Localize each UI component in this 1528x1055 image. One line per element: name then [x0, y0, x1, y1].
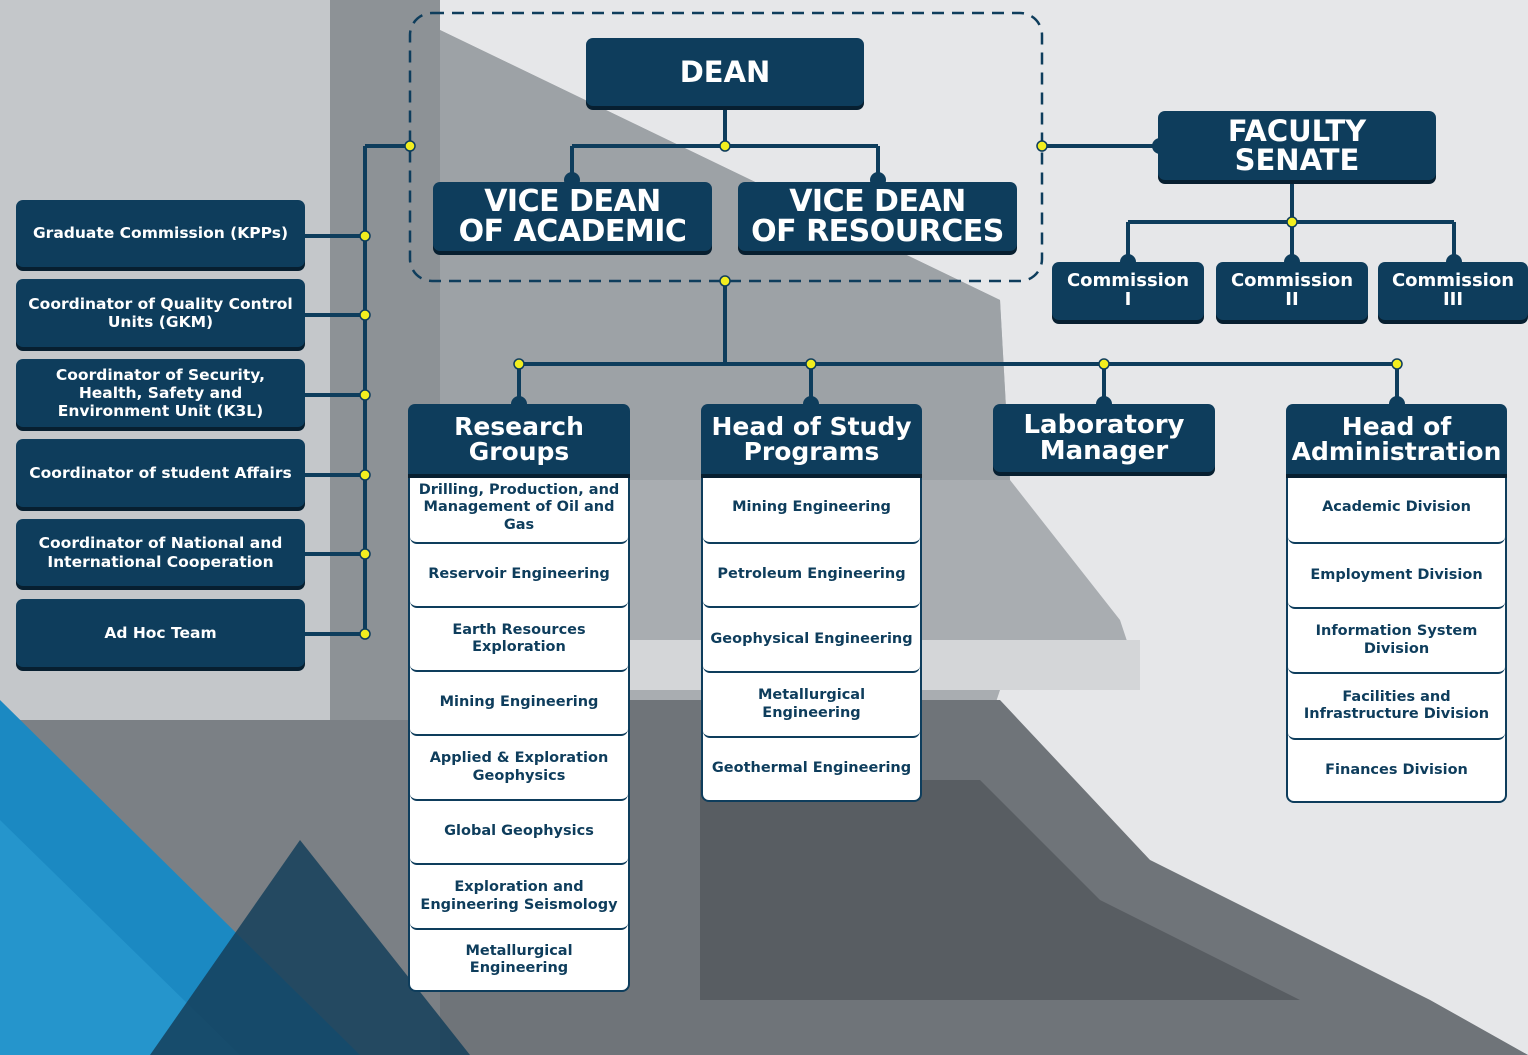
commission-2-number: II	[1285, 289, 1299, 310]
commission-1-box: Commission I	[1052, 262, 1204, 320]
vice-dean-resources-line-2: OF RESOURCES	[751, 213, 1004, 249]
side-unit-ad-hoc-team: Ad Hoc Team	[16, 599, 305, 667]
side-unit-label: Graduate Commission (KPPs)	[32, 224, 289, 243]
dean-box: DEAN	[586, 38, 864, 106]
laboratory-manager-line-2: Manager	[1039, 436, 1169, 466]
vice-dean-resources-line-1: VICE DEAN	[789, 183, 966, 219]
study-programs-title-1: Head of Study	[711, 412, 912, 441]
list-item: Exploration and Engineering Seismology	[410, 865, 628, 930]
list-item: Metallurgical Engineering	[703, 673, 920, 738]
administration-list: Academic Division Employment Division In…	[1286, 474, 1507, 803]
research-groups-list: Drilling, Production, and Management of …	[408, 474, 630, 992]
commission-3-label: Commission	[1391, 270, 1515, 292]
administration-column: Head of Administration Academic Division…	[1286, 404, 1507, 803]
list-item: Reservoir Engineering	[410, 544, 628, 608]
side-unit-label: Coordinator of student Affairs	[29, 463, 292, 482]
list-item: Academic Division	[1288, 474, 1505, 544]
list-item: Mining Engineering	[703, 474, 920, 544]
list-item: Finances Division	[1325, 761, 1468, 778]
vice-dean-resources-box: VICE DEAN OF RESOURCES	[738, 182, 1017, 251]
faculty-senate-box: FACULTY SENATE	[1158, 111, 1436, 180]
side-unit-label: Coordinator of National and Internationa…	[38, 534, 283, 571]
list-item: Global Geophysics	[410, 801, 628, 865]
study-programs-list: Mining Engineering Petroleum Engineering…	[701, 474, 922, 802]
administration-title-1: Head of	[1341, 412, 1452, 441]
list-item: Applied & Exploration Geophysics	[410, 736, 628, 801]
faculty-senate-line-2: SENATE	[1234, 142, 1360, 177]
side-unit-student-affairs: Coordinator of student Affairs	[16, 439, 305, 507]
commission-3-number: III	[1442, 289, 1464, 310]
research-groups-title-1: Research	[454, 412, 584, 441]
administration-title-2: Administration	[1291, 437, 1502, 466]
commission-1-label: Commission	[1066, 270, 1190, 292]
list-item: Geothermal Engineering	[711, 760, 912, 777]
study-programs-header: Head of Study Programs	[701, 404, 922, 474]
research-groups-column: Research Groups Drilling, Production, an…	[408, 404, 630, 992]
list-item: Information System Division	[1288, 609, 1505, 674]
side-unit-label: Coordinator of Security, Health, Safety …	[55, 365, 266, 421]
side-unit-graduate-commission: Graduate Commission (KPPs)	[16, 200, 305, 267]
list-item: Mining Engineering	[410, 672, 628, 736]
vice-dean-academic-box: VICE DEAN OF ACADEMIC	[433, 182, 712, 251]
list-item: Petroleum Engineering	[703, 544, 920, 608]
commission-1-number: I	[1124, 289, 1132, 310]
side-unit-label: Coordinator of Quality Control Units (GK…	[28, 294, 293, 331]
list-item: Earth Resources Exploration	[410, 608, 628, 672]
commission-2-box: Commission II	[1216, 262, 1368, 320]
dean-label: DEAN	[679, 54, 771, 89]
laboratory-manager-box: Laboratory Manager	[993, 404, 1215, 472]
list-item: Metallurgical Engineering	[465, 942, 573, 976]
list-item: Facilities and Infrastructure Division	[1288, 674, 1505, 740]
list-item: Employment Division	[1288, 544, 1505, 609]
vice-dean-academic-line-2: OF ACADEMIC	[458, 213, 687, 249]
faculty-senate-line-1: FACULTY	[1227, 113, 1367, 148]
commission-2-label: Commission	[1230, 270, 1354, 292]
side-unit-k3l: Coordinator of Security, Health, Safety …	[16, 359, 305, 427]
study-programs-title-2: Programs	[743, 437, 880, 466]
side-unit-cooperation: Coordinator of National and Internationa…	[16, 519, 305, 586]
laboratory-manager-line-1: Laboratory	[1023, 410, 1185, 440]
list-item: Geophysical Engineering	[703, 608, 920, 673]
study-programs-column: Head of Study Programs Mining Engineerin…	[701, 404, 922, 802]
side-unit-label: Ad Hoc Team	[104, 623, 217, 642]
vice-dean-academic-line-1: VICE DEAN	[484, 183, 661, 219]
list-item: Drilling, Production, and Management of …	[410, 474, 628, 544]
administration-header: Head of Administration	[1286, 404, 1507, 474]
research-groups-header: Research Groups	[408, 404, 630, 474]
commission-3-box: Commission III	[1378, 262, 1528, 320]
research-groups-title-2: Groups	[468, 437, 570, 466]
side-unit-quality-control: Coordinator of Quality Control Units (GK…	[16, 279, 305, 347]
